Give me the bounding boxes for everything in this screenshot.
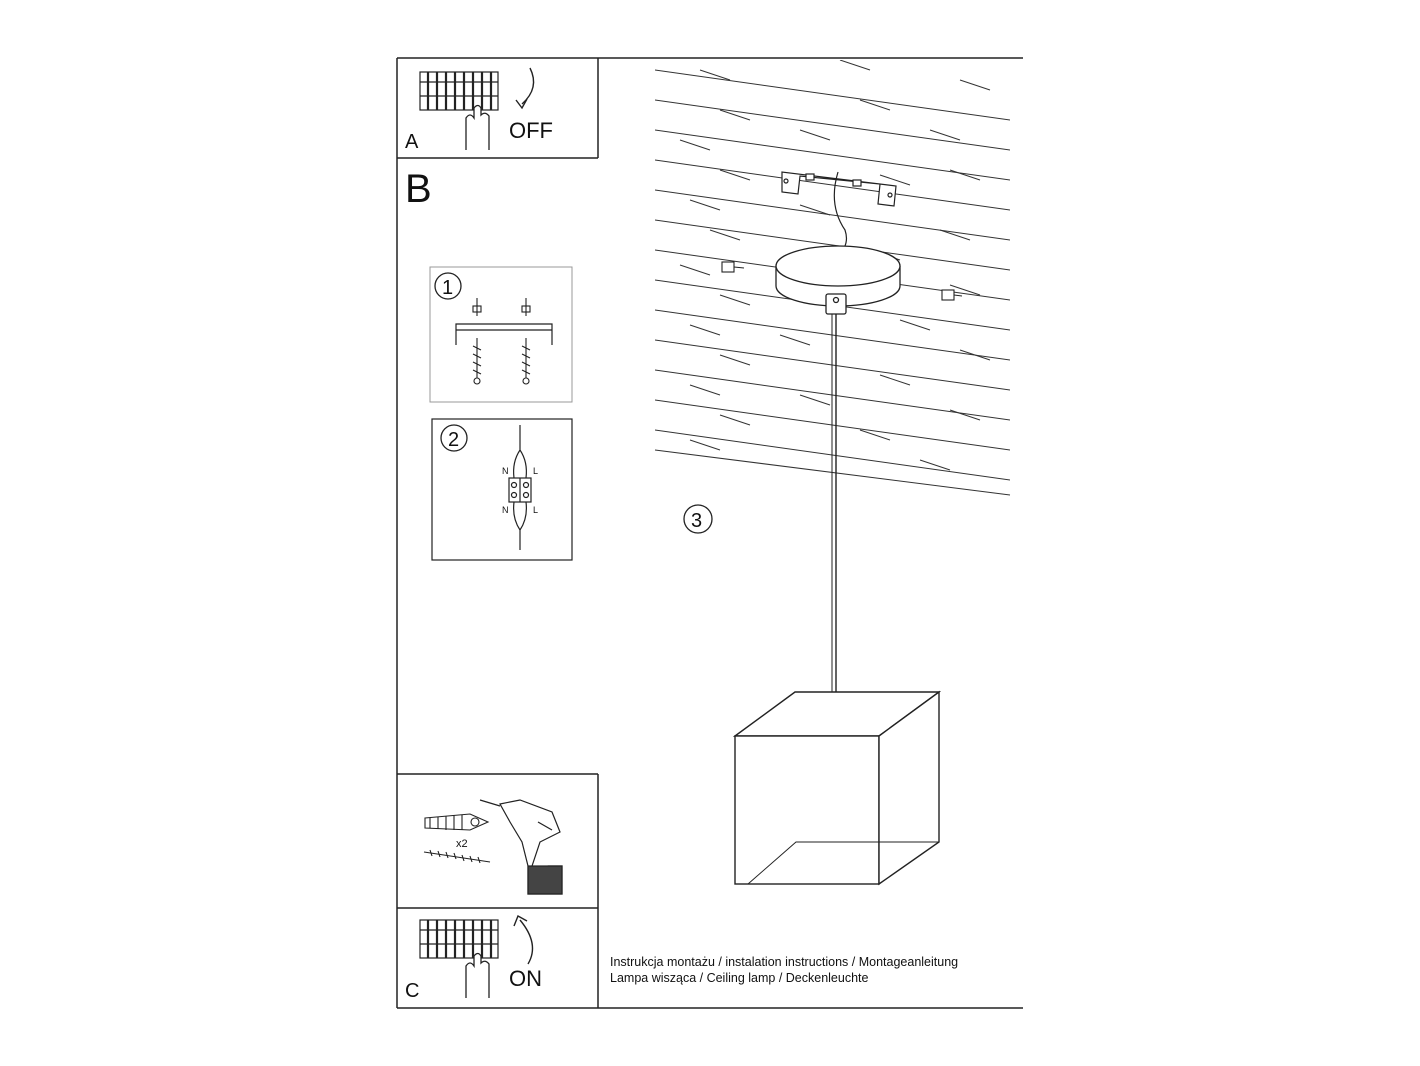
curved-arrow-icon: [519, 919, 534, 965]
live-label-top: L: [533, 466, 538, 476]
step-1-bracket-mounting: 1: [429, 266, 573, 403]
quantity-label: x2: [456, 838, 468, 850]
breaker-panel-icon: [419, 919, 499, 959]
hand-icon: [465, 952, 490, 998]
cube-lamp-shade: [732, 690, 942, 886]
caption-instructions: Instrukcja montażu / instalation instruc…: [610, 955, 959, 969]
ceiling-bracket: [781, 171, 897, 256]
screw-icon: [423, 849, 491, 864]
step-2-wiring: 2 N L N L: [431, 418, 573, 561]
hand-icon: [465, 104, 490, 150]
off-label: OFF: [509, 118, 553, 143]
step-1-number: 1: [442, 277, 453, 299]
panel-letter-a: A: [405, 131, 419, 153]
hardware-panel: x2: [423, 799, 563, 895]
breaker-panel-icon: [419, 71, 499, 111]
step-2-number: 2: [448, 429, 459, 451]
sheet-frame: [396, 57, 1023, 1009]
caption-product: Lampa wisząca / Ceiling lamp / Deckenleu…: [610, 971, 869, 985]
on-label: ON: [509, 966, 542, 991]
panel-a-switch-off: A OFF: [405, 67, 553, 153]
panel-c-switch-on: C ON: [405, 915, 542, 1002]
neutral-label-top: N: [502, 466, 509, 476]
screw-icon: [721, 261, 963, 301]
ceiling-canopy: [775, 245, 901, 315]
wall-plug-icon: [424, 813, 490, 831]
screw-icon: [472, 298, 531, 385]
live-label-bottom: L: [533, 505, 538, 515]
mounting-bracket-icon: [455, 323, 553, 345]
neutral-label-bottom: N: [502, 505, 509, 515]
curved-arrow-icon: [521, 67, 535, 105]
cordless-drill-icon: [479, 799, 563, 895]
step-3-number: 3: [691, 510, 702, 532]
terminal-block-icon: [508, 425, 532, 550]
panel-letter-b: B: [405, 167, 432, 211]
panel-letter-c: C: [405, 980, 419, 1002]
